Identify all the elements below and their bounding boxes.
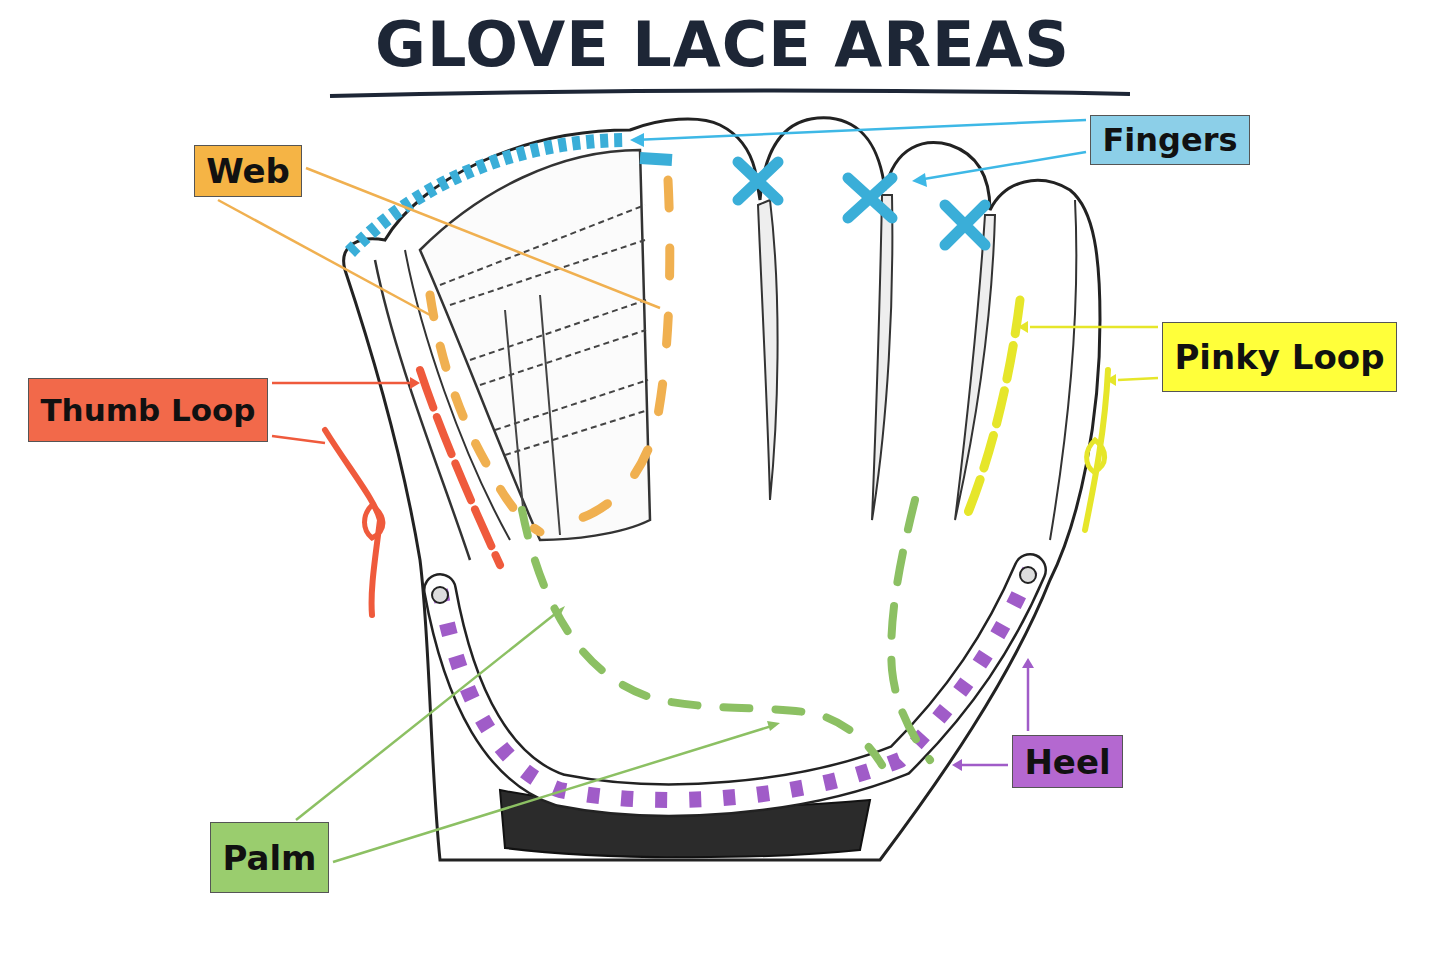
label-text: Heel xyxy=(1024,742,1110,782)
thumb-laces xyxy=(420,370,500,565)
thumb-knot xyxy=(365,505,383,538)
web-panel xyxy=(420,150,650,540)
pinky-seam xyxy=(1050,200,1076,540)
web-laces xyxy=(575,180,670,520)
diagram-title: GLOVE LACE AREAS xyxy=(0,8,1445,81)
label-box: Thumb Loop xyxy=(28,378,268,442)
palm-laces xyxy=(522,510,882,765)
pinky-laces xyxy=(1085,370,1108,530)
label-text: Fingers xyxy=(1102,121,1237,159)
label-box: Palm xyxy=(210,822,329,893)
label-text: Pinky Loop xyxy=(1174,337,1384,377)
title-underline xyxy=(330,90,1130,96)
label-text: Thumb Loop xyxy=(40,392,255,428)
label-box: Pinky Loop xyxy=(1162,322,1397,392)
heel-band xyxy=(440,570,1030,800)
web-straps xyxy=(440,205,648,455)
pinky-knot xyxy=(1087,440,1105,472)
finger-slot xyxy=(872,195,892,520)
heel-band xyxy=(440,570,1030,800)
label-text: Palm xyxy=(222,838,316,878)
web-laces xyxy=(430,295,540,532)
finger-laces xyxy=(350,140,628,252)
leader-heads xyxy=(410,133,1116,771)
thumb-laces xyxy=(325,430,380,615)
palm-laces xyxy=(891,500,930,760)
pinky-laces xyxy=(965,300,1020,520)
heel-laces xyxy=(440,570,1030,800)
label-box: Heel xyxy=(1012,735,1123,788)
rivet xyxy=(1020,567,1036,583)
leader-lines xyxy=(218,120,1158,862)
web-straps xyxy=(505,295,560,535)
rivet xyxy=(432,587,448,603)
label-text: Web xyxy=(206,151,290,191)
finger-laces xyxy=(640,158,672,160)
label-box: Web xyxy=(194,145,302,197)
finger-slot xyxy=(758,200,778,500)
label-box: Fingers xyxy=(1090,115,1250,165)
finger-slot xyxy=(955,215,995,520)
